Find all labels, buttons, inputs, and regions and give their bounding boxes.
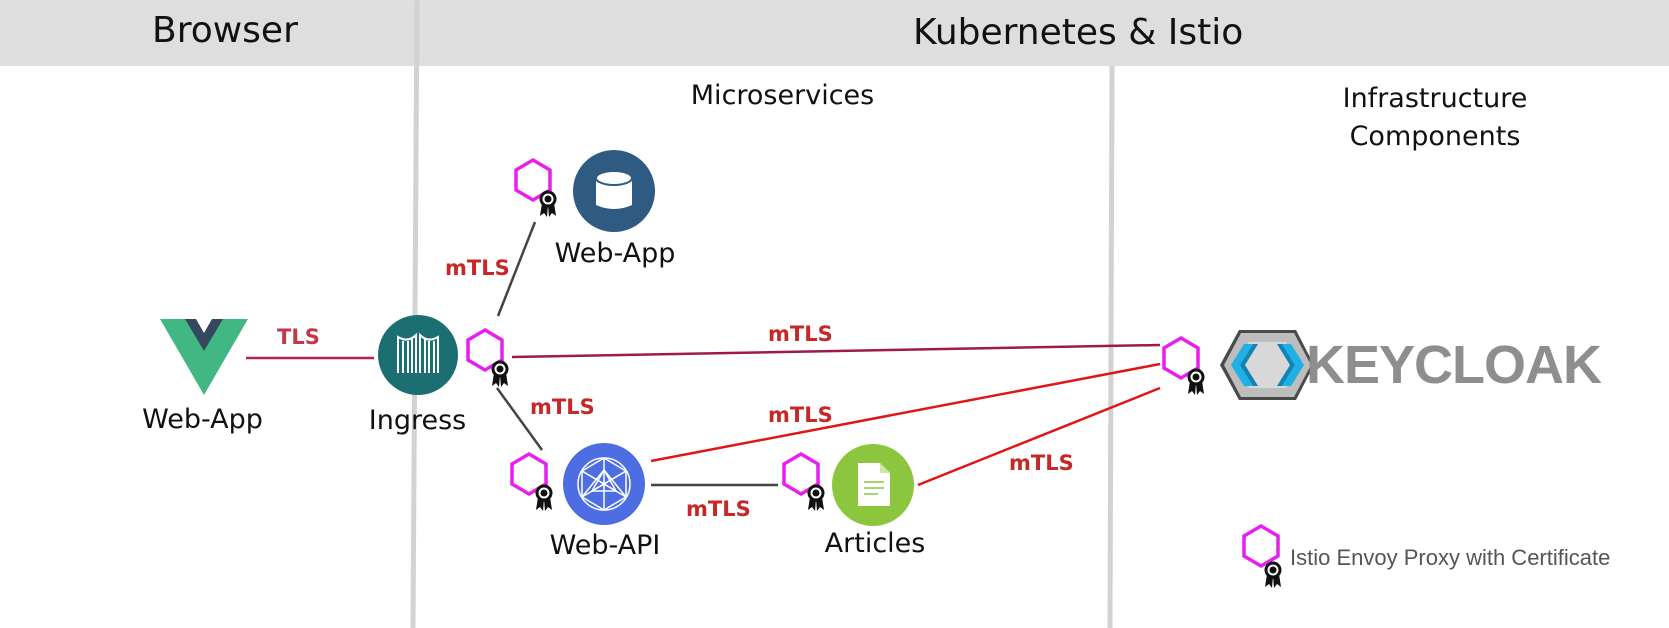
envoy-proxy-icon-legend xyxy=(1242,523,1282,588)
keycloak-logo-icon xyxy=(1220,330,1314,400)
divider-browser xyxy=(410,0,420,628)
node-label-ingress: Ingress xyxy=(368,405,467,436)
edge-label-browser-ingress: TLS xyxy=(277,325,320,349)
edge-ingress-webapp xyxy=(496,221,537,317)
edge-label-webapi-keycloak: mTLS xyxy=(768,403,833,427)
envoy-proxy-icon-webapp xyxy=(514,157,557,217)
section-microservices-title: Microservices xyxy=(690,80,875,111)
edge-articles-keycloak xyxy=(917,386,1161,487)
node-label-webapi: Web-API xyxy=(549,530,661,561)
envoy-proxy-icon-articles xyxy=(782,451,825,511)
header-kubernetes-title: Kubernetes & Istio xyxy=(913,12,1244,53)
edge-label-ingress-keycloak: mTLS xyxy=(768,322,833,346)
webapi-network-icon xyxy=(563,443,645,525)
node-label-k8s-webapp: Web-App xyxy=(554,238,676,269)
edge-label-articles-keycloak: mTLS xyxy=(1009,451,1074,475)
envoy-proxy-icon-keycloak xyxy=(1162,335,1205,395)
node-label-vue-webapp: Web-App xyxy=(142,404,263,435)
edge-label-ingress-webapi: mTLS xyxy=(530,395,595,419)
node-label-articles: Articles xyxy=(824,528,926,559)
edge-ingress-webapi xyxy=(495,387,544,451)
ingress-gate-icon xyxy=(378,315,458,395)
edge-label-ingress-webapp: mTLS xyxy=(445,256,510,280)
keycloak-wordmark: KEYCLOAK xyxy=(1306,335,1602,395)
edge-ingress-keycloak xyxy=(511,343,1161,359)
articles-document-icon xyxy=(832,444,914,526)
header-bar xyxy=(0,0,1669,66)
envoy-proxy-icon-ingress xyxy=(466,327,509,387)
header-browser-title: Browser xyxy=(152,10,298,51)
vue-logo-icon xyxy=(160,319,248,395)
legend-envoy-proxy-label: Istio Envoy Proxy with Certificate xyxy=(1290,545,1611,570)
section-infrastructure-title: Infrastructure Components xyxy=(1342,83,1528,152)
edge-webapi-keycloak xyxy=(650,362,1161,463)
database-icon xyxy=(573,150,655,232)
edge-label-webapi-articles: mTLS xyxy=(686,497,751,521)
envoy-proxy-icon-webapi xyxy=(510,451,553,511)
